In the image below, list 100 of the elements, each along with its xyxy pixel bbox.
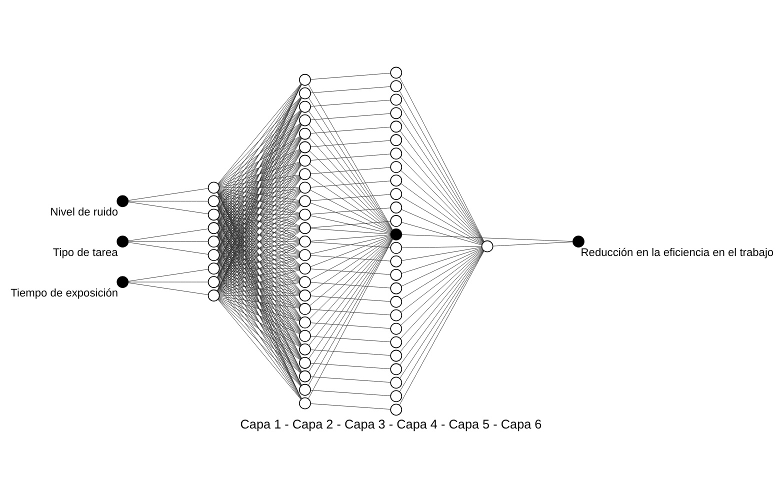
connector	[218, 218, 301, 292]
connector	[310, 140, 391, 148]
connector	[218, 162, 300, 200]
connector	[218, 164, 301, 238]
connector	[310, 322, 391, 329]
connector	[219, 296, 300, 322]
connector	[128, 282, 208, 295]
connector	[218, 298, 300, 360]
node-dot	[116, 236, 129, 248]
node-circle	[299, 114, 311, 126]
node-circle	[299, 356, 311, 369]
connector	[218, 244, 300, 306]
connector	[218, 123, 300, 185]
node-circle	[390, 148, 402, 160]
node-label: Tipo de tarea	[52, 247, 118, 260]
connector	[400, 170, 484, 244]
node-circle	[390, 268, 402, 281]
connector	[219, 283, 300, 308]
connector	[218, 136, 300, 198]
node-circle	[299, 141, 311, 154]
node-circle	[390, 120, 402, 133]
node-circle	[390, 309, 402, 322]
connector	[310, 268, 391, 275]
connector	[310, 154, 391, 161]
node-dot	[390, 228, 402, 240]
connector	[310, 190, 392, 232]
connector	[310, 237, 392, 293]
connector	[309, 238, 392, 306]
connector	[310, 363, 391, 370]
connector	[218, 190, 301, 266]
connector	[218, 176, 300, 226]
connector	[309, 150, 392, 232]
node-circle	[390, 336, 402, 348]
connector	[402, 246, 482, 248]
connector	[218, 256, 300, 294]
connector	[218, 258, 301, 333]
connector	[401, 248, 482, 274]
connector	[218, 176, 300, 213]
connector	[310, 215, 391, 234]
node-circle	[390, 174, 402, 186]
connector	[219, 269, 300, 282]
connector	[310, 336, 391, 342]
node-circle	[390, 188, 402, 200]
node-circle	[390, 296, 402, 308]
connector	[310, 242, 391, 248]
node-circle	[299, 330, 311, 342]
connector	[128, 200, 208, 202]
node-circle	[390, 94, 402, 106]
connector	[309, 238, 392, 320]
connector	[400, 183, 483, 244]
connector	[219, 270, 300, 294]
node-circle	[299, 384, 311, 396]
connector	[310, 390, 391, 396]
connector	[218, 149, 300, 186]
connector	[128, 269, 208, 282]
connector	[218, 244, 301, 320]
connector	[218, 230, 300, 293]
node-circle	[208, 276, 220, 288]
connector	[310, 176, 392, 232]
node-circle	[299, 168, 311, 180]
node-circle	[299, 100, 311, 113]
node-circle	[208, 208, 220, 221]
node-circle	[208, 182, 220, 194]
connector	[219, 256, 300, 281]
connector	[309, 164, 392, 232]
connector	[310, 255, 391, 262]
node-circle	[299, 249, 311, 262]
node-circle	[390, 80, 402, 92]
connector	[310, 282, 391, 288]
node-circle	[390, 282, 402, 294]
connector	[219, 228, 300, 242]
connector	[218, 216, 300, 254]
connector	[310, 376, 391, 383]
node-circle	[390, 161, 402, 174]
node-circle	[299, 222, 311, 234]
node-circle	[390, 363, 402, 376]
node-circle	[299, 370, 311, 382]
node-circle	[299, 343, 311, 356]
connector	[310, 228, 391, 234]
connector	[218, 177, 301, 252]
connector	[128, 242, 208, 255]
connector	[310, 167, 391, 174]
node-circle	[390, 107, 402, 120]
node-circle	[299, 303, 311, 315]
connector	[218, 150, 300, 212]
node-dot	[116, 195, 129, 208]
node-circle	[390, 404, 402, 416]
node-circle	[390, 376, 402, 389]
connector	[219, 174, 300, 188]
connector	[218, 257, 300, 307]
connector	[218, 298, 301, 374]
connector	[219, 242, 300, 255]
connector	[400, 249, 483, 312]
connector	[219, 202, 300, 214]
node-circle	[299, 74, 311, 86]
connector	[218, 284, 300, 334]
node-circle	[299, 290, 311, 302]
connector	[218, 231, 301, 306]
connector	[492, 242, 574, 246]
node-circle	[299, 316, 311, 328]
